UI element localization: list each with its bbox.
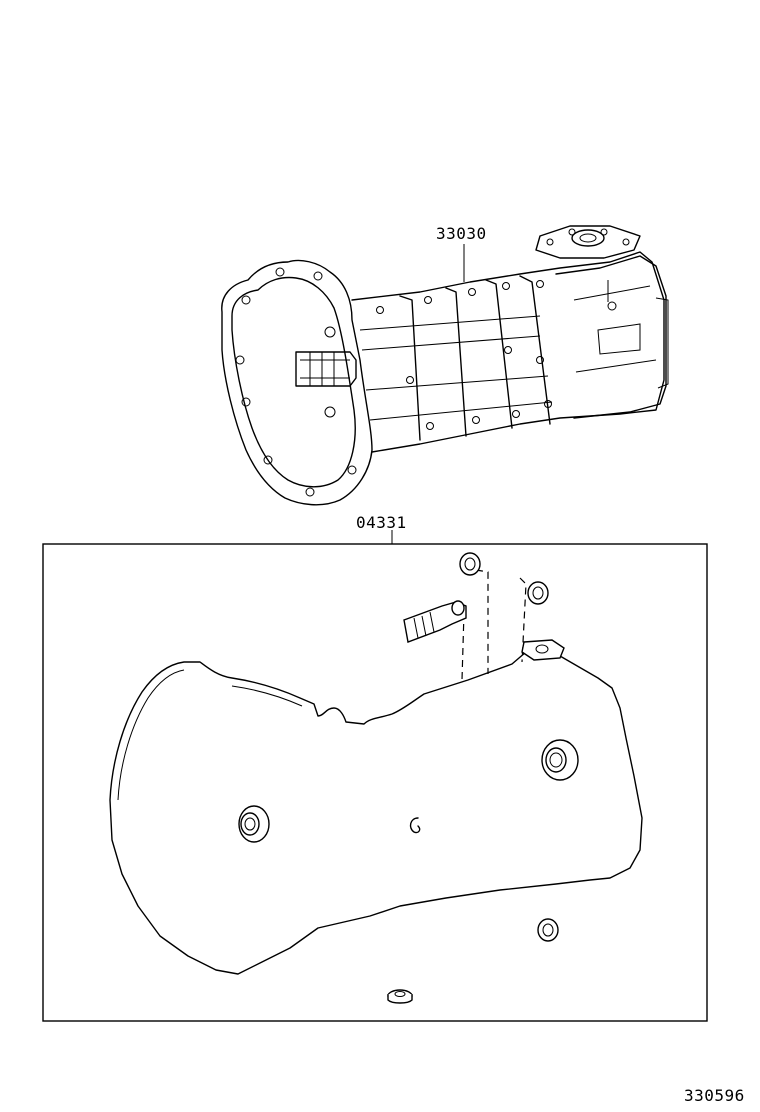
front-oil-seal-illustration <box>541 739 579 781</box>
case-gasket-illustration <box>109 649 643 975</box>
part-number-transmission[interactable]: 33030 <box>436 224 487 243</box>
breather-plug-illustration <box>403 600 467 643</box>
part-number-gasket-kit[interactable]: 04331 <box>356 513 407 532</box>
dashed-guide-line <box>519 577 527 663</box>
dashed-guide-line <box>461 611 465 681</box>
gasket-kit-frame <box>42 543 708 1022</box>
drain-plug-gasket-illustration <box>387 989 413 1004</box>
rear-oil-seal-illustration <box>238 805 270 843</box>
oil-seal-illustration <box>459 552 481 576</box>
snap-ring-illustration <box>409 817 421 834</box>
dashed-guide-line <box>475 569 489 674</box>
speedometer-seal-illustration <box>537 918 559 942</box>
diagram-id: 330596 <box>684 1086 745 1105</box>
transmission-assembly-illustration <box>221 225 669 506</box>
shift-lever-gasket-illustration <box>521 639 565 661</box>
o-ring-illustration <box>527 581 549 605</box>
